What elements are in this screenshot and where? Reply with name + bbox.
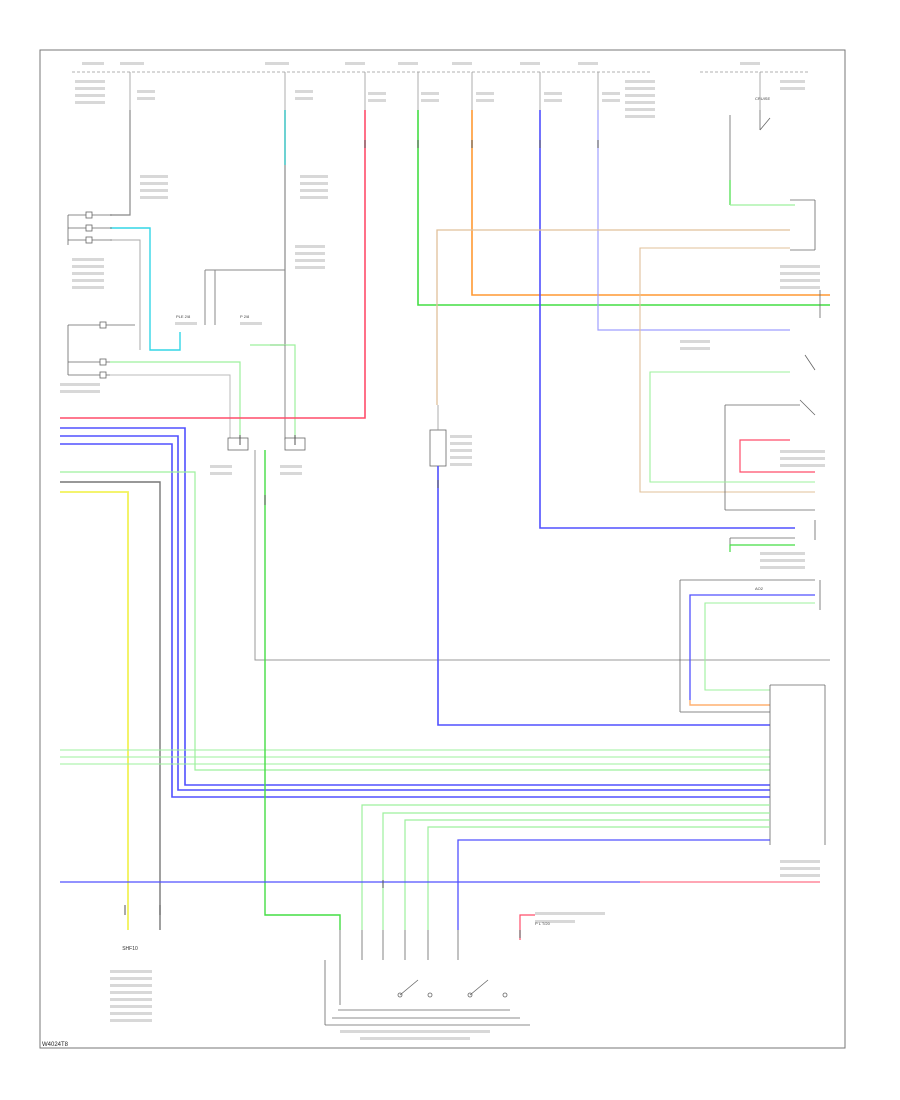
fuse-stubs xyxy=(129,72,761,110)
wire-red xyxy=(60,110,366,419)
label-p: P 2/8 xyxy=(240,314,250,319)
label-plt: P L T/20 xyxy=(535,921,551,926)
bottom-switches xyxy=(324,930,530,1026)
wire-gray-relay-box xyxy=(204,269,285,325)
wire-lightorange-right xyxy=(689,700,770,706)
wire-orange-fuse5 xyxy=(471,110,830,296)
label-ao2: AO2 xyxy=(755,586,764,591)
right-mid-switch xyxy=(724,354,816,511)
wire-blue-left-2 xyxy=(60,435,770,791)
wire-gray-fuse2 xyxy=(270,165,286,346)
wire-lightgreen-right-mid xyxy=(649,371,815,483)
wire-lightgreen-mid xyxy=(110,361,241,440)
wire-red-short xyxy=(519,914,535,940)
footer-code: W4024T8 xyxy=(42,1042,69,1048)
right-connector-stack-2 xyxy=(679,579,821,712)
right-module-top xyxy=(790,199,821,318)
left-connector-upper xyxy=(67,211,112,245)
label-cruise: CRUISE xyxy=(755,96,770,101)
wire-blue-fuse6 xyxy=(539,110,795,529)
wire-blue-right-2 xyxy=(689,594,815,700)
wire-lightgreen-mid2 xyxy=(250,344,296,440)
wire-blue-left-3 xyxy=(60,443,770,798)
label-ple: PLE 2/8 xyxy=(176,314,191,319)
wire-cyan-left xyxy=(110,227,181,351)
wire-green-center xyxy=(264,450,341,930)
wire-green-right-stack xyxy=(729,544,795,552)
right-big-connector xyxy=(769,684,826,845)
wire-lightgreen-right-2 xyxy=(704,602,815,691)
wire-red-right xyxy=(739,439,815,473)
wire-gray-mid xyxy=(110,374,231,440)
right-top-switch xyxy=(729,110,771,205)
right-connector-stack-1 xyxy=(729,520,816,552)
label-shift: SHF10 xyxy=(122,946,138,952)
faint-label-blocks xyxy=(60,62,825,1040)
wire-yellow xyxy=(60,491,129,930)
wire-gray-center xyxy=(254,450,830,661)
wire-gray-left-3 xyxy=(60,481,161,930)
wire-blue-left-1 xyxy=(60,427,770,786)
center-relay xyxy=(429,405,447,467)
lower-green-wires xyxy=(361,804,770,930)
wire-green-fuse4 xyxy=(417,110,830,306)
wire-tan-1 xyxy=(436,229,790,405)
diagram-frame xyxy=(39,49,846,1049)
wire-gray-left-2 xyxy=(110,239,141,350)
connector-ticks xyxy=(124,140,599,938)
wire-blue-center-down xyxy=(437,466,770,726)
wire-lavender-fuse7 xyxy=(597,110,790,331)
green-bus-lines xyxy=(60,749,770,765)
wire-lightgreen-left-1 xyxy=(60,471,770,771)
wire-blue-lower xyxy=(457,839,770,930)
wire-gray-left-fuse xyxy=(110,110,131,216)
wire-tan-2 xyxy=(639,247,815,493)
